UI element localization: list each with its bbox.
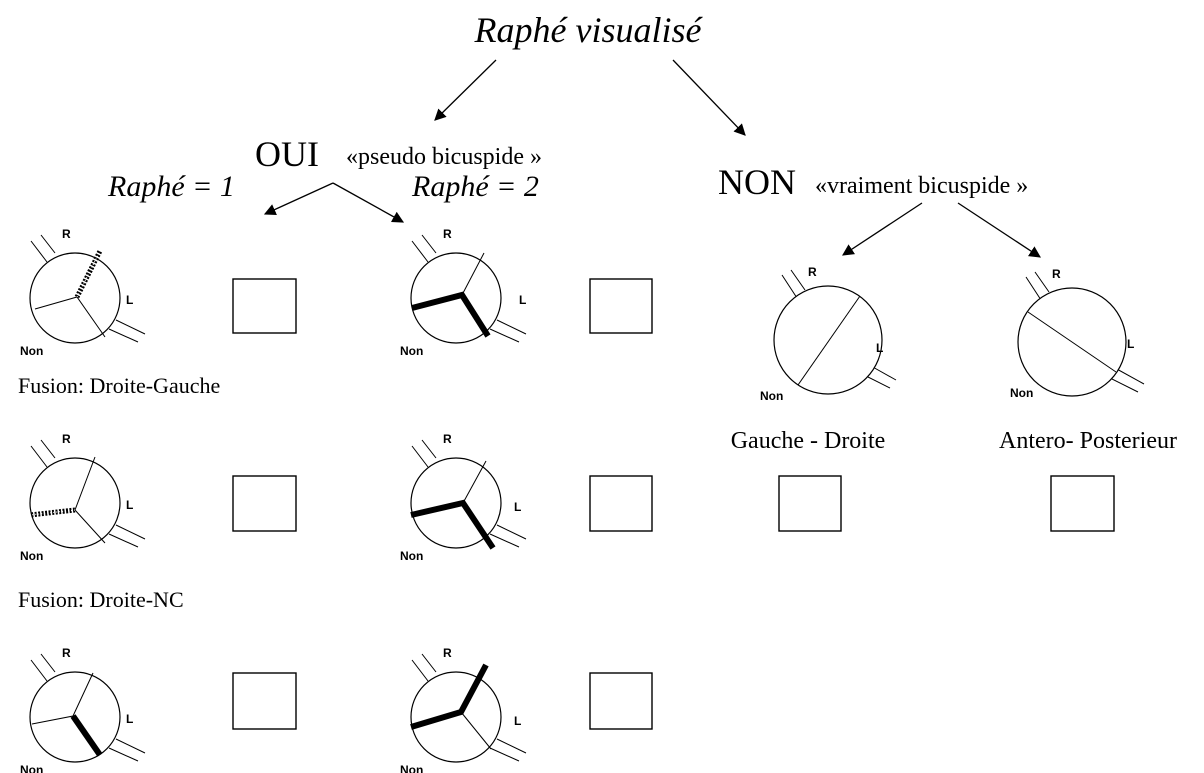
diagram-title: Raphé visualisé bbox=[474, 10, 704, 50]
valve-raphe2-type-1: R L Non bbox=[400, 227, 526, 358]
non-description: «vraiment bicuspide » bbox=[815, 173, 1028, 199]
valve-raphe1-fusion-right-left: R L Non bbox=[20, 227, 146, 358]
right-coronary-label: R bbox=[443, 646, 452, 660]
coronary-ostia bbox=[411, 439, 527, 548]
noncoronary-label: Non bbox=[400, 549, 423, 563]
right-coronary-label: R bbox=[62, 646, 71, 660]
checkbox-raphe1-fusion-left-noncoronary[interactable] bbox=[232, 672, 297, 730]
left-coronary-label: L bbox=[126, 498, 133, 512]
gauche-droite-label: Gauche - Droite bbox=[731, 428, 886, 454]
non-label: NON bbox=[718, 162, 796, 202]
noncoronary-label: Non bbox=[20, 763, 43, 773]
oui-label: OUI bbox=[255, 134, 319, 174]
checkbox-raphe2-type-1[interactable] bbox=[589, 278, 653, 334]
arrow-to-raphe-two bbox=[332, 182, 405, 223]
valve-raphe2-type-3: R L Non bbox=[400, 646, 527, 773]
right-coronary-label: R bbox=[62, 227, 71, 241]
coronary-ostia bbox=[411, 234, 527, 343]
left-coronary-label: L bbox=[1127, 337, 1134, 351]
valve-bicuspid-antero-posterior: R L Non bbox=[1010, 267, 1145, 400]
right-coronary-label: R bbox=[443, 227, 452, 241]
coronary-ostia bbox=[1025, 271, 1145, 393]
oui-description: «pseudo bicuspide » bbox=[346, 144, 542, 170]
coronary-ostia bbox=[30, 439, 146, 548]
valve-bicuspid-left-right: R L Non bbox=[760, 265, 897, 403]
fusion-droite-gauche-label: Fusion: Droite-Gauche bbox=[18, 373, 220, 398]
checkbox-raphe2-type-2[interactable] bbox=[589, 475, 653, 532]
coronary-ostia bbox=[781, 269, 897, 389]
left-coronary-label: L bbox=[514, 500, 521, 514]
left-coronary-label: L bbox=[126, 293, 133, 307]
noncoronary-label: Non bbox=[760, 389, 783, 403]
right-coronary-label: R bbox=[443, 432, 452, 446]
antero-posterieur-label: Antero- Posterieur bbox=[999, 428, 1177, 454]
checkbox-raphe2-type-3[interactable] bbox=[589, 672, 653, 730]
fusion-droite-nc-label: Fusion: Droite-NC bbox=[18, 587, 184, 612]
checkbox-raphe1-fusion-right-left[interactable] bbox=[232, 278, 297, 334]
left-coronary-label: L bbox=[126, 712, 133, 726]
noncoronary-label: Non bbox=[1010, 386, 1033, 400]
right-coronary-label: R bbox=[62, 432, 71, 446]
left-coronary-label: L bbox=[519, 293, 526, 307]
raphe-one-label: Raphé = 1 bbox=[107, 170, 235, 203]
checkbox-raphe1-fusion-right-noncoronary[interactable] bbox=[232, 475, 297, 532]
coronary-ostia bbox=[30, 653, 146, 762]
right-coronary-label: R bbox=[1052, 267, 1061, 281]
arrow-to-oui bbox=[434, 59, 497, 121]
raphe-two-label: Raphé = 2 bbox=[411, 170, 539, 203]
coronary-ostia bbox=[411, 653, 527, 762]
valve-raphe1-fusion-right-noncoronary: R L Non bbox=[20, 432, 146, 563]
arrow-to-non bbox=[672, 59, 746, 136]
noncoronary-label: Non bbox=[400, 763, 423, 773]
valve-raphe2-type-2: R L Non bbox=[400, 432, 527, 563]
right-coronary-label: R bbox=[808, 265, 817, 279]
noncoronary-label: Non bbox=[400, 344, 423, 358]
arrow-to-gauche-droite bbox=[842, 202, 923, 256]
arrow-to-antero-posterieur bbox=[957, 202, 1041, 258]
valve-raphe1-fusion-left-noncoronary: R L Non bbox=[20, 646, 146, 773]
checkbox-bicuspid-antero-posterior[interactable] bbox=[1050, 475, 1115, 532]
left-coronary-label: L bbox=[514, 714, 521, 728]
coronary-ostia bbox=[30, 234, 146, 343]
arrow-to-raphe-one bbox=[263, 182, 334, 215]
left-coronary-label: L bbox=[876, 341, 883, 355]
checkbox-bicuspid-left-right[interactable] bbox=[778, 475, 842, 532]
noncoronary-label: Non bbox=[20, 549, 43, 563]
noncoronary-label: Non bbox=[20, 344, 43, 358]
